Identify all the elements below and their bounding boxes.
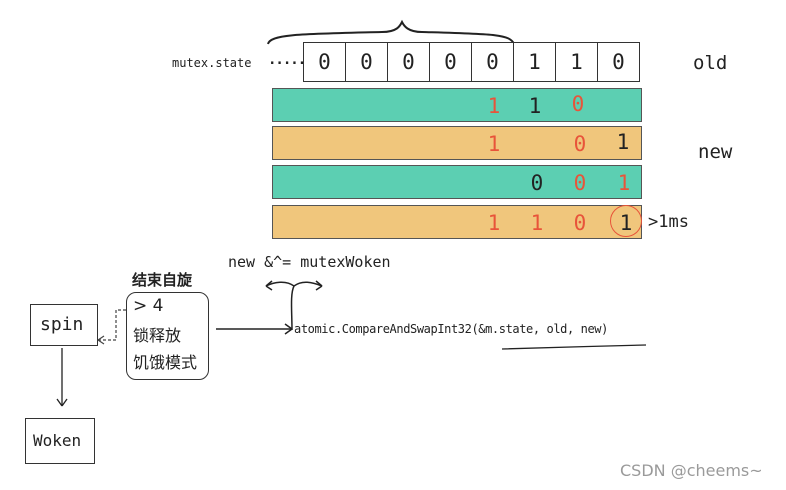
ellipsis: ...... bbox=[268, 52, 314, 68]
old-bit-cell: 0 bbox=[303, 42, 346, 82]
old-bit-cell: 1 bbox=[555, 42, 598, 82]
old-bit-cell: 1 bbox=[513, 42, 556, 82]
starving-threshold: >1ms bbox=[648, 212, 689, 232]
condition-spin-count: > 4 bbox=[133, 296, 164, 316]
old-bit-cell: 0 bbox=[597, 42, 640, 82]
spin-label: spin bbox=[40, 314, 84, 335]
old-bit-cell: 0 bbox=[387, 42, 430, 82]
row-bar-1: 1 1 0 bbox=[272, 88, 642, 122]
woken-box bbox=[25, 418, 95, 464]
row-bar-2: 1 0 1 bbox=[272, 126, 642, 160]
old-bit-cell: 0 bbox=[471, 42, 514, 82]
woken-operation: new &^= mutexWoken bbox=[228, 253, 391, 271]
row2-bit: 0 bbox=[573, 132, 587, 156]
spin-box bbox=[30, 304, 98, 346]
row2-bit: 1 bbox=[487, 132, 501, 156]
row1-bit: 1 bbox=[487, 94, 501, 118]
old-bit-cell: 0 bbox=[345, 42, 388, 82]
row3-bit: 1 bbox=[617, 171, 631, 195]
end-spin-title: 结束自旋 bbox=[132, 271, 193, 289]
arrow-right-icon bbox=[216, 323, 293, 335]
brace-icon bbox=[267, 19, 515, 45]
row-bar-3: 0 0 1 bbox=[272, 165, 642, 199]
cas-call: atomic.CompareAndSwapInt32(&m.state, old… bbox=[294, 322, 608, 336]
row4-bit: 0 bbox=[573, 211, 587, 235]
row2-bit: 1 bbox=[616, 130, 630, 154]
mutex-state-label: mutex.state bbox=[172, 56, 252, 70]
row3-bit: 0 bbox=[573, 171, 587, 195]
old-bit-cell: 0 bbox=[429, 42, 472, 82]
row-bar-4: 1 1 0 1 bbox=[272, 205, 642, 239]
row3-bit: 0 bbox=[530, 171, 544, 195]
woken-label: Woken bbox=[33, 431, 82, 450]
end-spin-conditions-box bbox=[126, 292, 209, 380]
row4-bit: 1 bbox=[487, 211, 501, 235]
row1-bit: 0 bbox=[571, 92, 585, 116]
new-label: new bbox=[698, 141, 733, 163]
condition-lock-released: 锁释放 bbox=[133, 326, 182, 345]
old-label: old bbox=[693, 52, 728, 74]
condition-starving-mode: 饥饿模式 bbox=[133, 353, 198, 372]
split-arrow-icon bbox=[265, 280, 323, 331]
row4-bit: 1 bbox=[530, 211, 544, 235]
arrow-down-icon bbox=[56, 348, 68, 407]
cas-underline bbox=[501, 344, 647, 350]
row1-bit: 1 bbox=[528, 94, 542, 118]
loop-arrow-icon bbox=[97, 309, 126, 345]
starving-circle-icon bbox=[610, 205, 642, 237]
watermark: CSDN @cheems~ bbox=[620, 461, 763, 480]
